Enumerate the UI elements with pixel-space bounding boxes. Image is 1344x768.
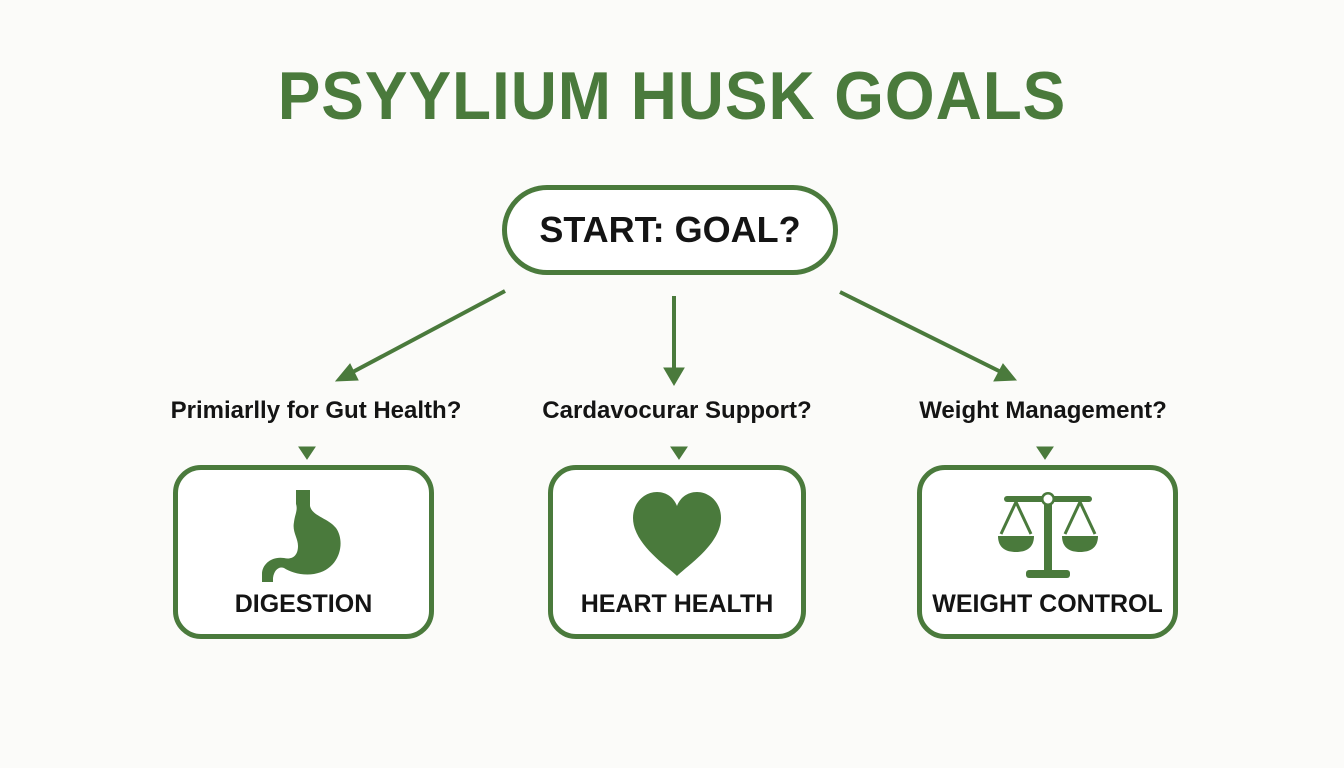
scale-icon: [997, 492, 1098, 578]
pointer-heart-health: [670, 446, 688, 460]
arrow-to-weight: [839, 290, 1002, 374]
question-gut-health: Primiarlly for Gut Health?: [170, 397, 462, 424]
stomach-icon: [261, 490, 341, 582]
start-node-label: START: GOAL?: [539, 209, 801, 250]
page-title: PSYYLIUM HUSK GOALS: [277, 58, 1067, 134]
outcome-label-weight-control: WEIGHT CONTROL: [932, 590, 1163, 618]
outcome-label-heart-health: HEART HEALTH: [580, 590, 774, 618]
arrow-head-cardio: [663, 367, 685, 386]
pointer-digestion: [298, 446, 316, 460]
arrow-to-gut-health: [348, 289, 506, 376]
question-weight: Weight Management?: [919, 397, 1167, 424]
arrow-head-gut-health: [334, 363, 359, 382]
arrow-head-weight: [993, 363, 1018, 382]
outcome-weight-control: WEIGHT CONTROL: [917, 465, 1178, 639]
outcome-label-digestion: DIGESTION: [234, 590, 373, 618]
question-cardio: Cardavocurar Support?: [542, 397, 812, 424]
outcome-heart-health: HEART HEALTH: [548, 465, 806, 639]
outcome-digestion: DIGESTION: [173, 465, 434, 639]
pointer-weight-control: [1036, 446, 1054, 460]
heart-icon: [633, 492, 721, 576]
start-node: START: GOAL?: [502, 185, 838, 275]
